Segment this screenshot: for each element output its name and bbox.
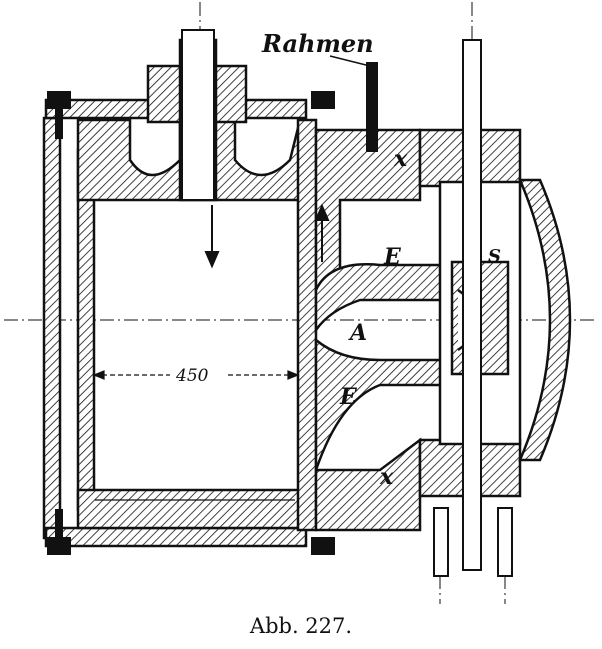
dimension-line [92,370,300,380]
frame-bar [366,62,378,152]
cylinder-body [42,38,318,548]
label-a: A [348,320,367,346]
label-e-upper: E [383,244,402,270]
figure-caption: Abb. 227. [249,614,353,638]
label-x-lower: x [379,464,394,490]
dimension-value: 450 [175,366,209,386]
label-e-lower: E [339,384,358,410]
label-rahmen: Rahmen [261,29,374,58]
piston-rod [181,29,215,201]
label-x-upper: x [393,146,408,172]
valve-rod [433,39,513,577]
label-s: S [488,246,501,267]
flow-arrows [204,203,330,269]
flange-bolts [47,91,335,555]
rahmen-leader [329,55,371,67]
